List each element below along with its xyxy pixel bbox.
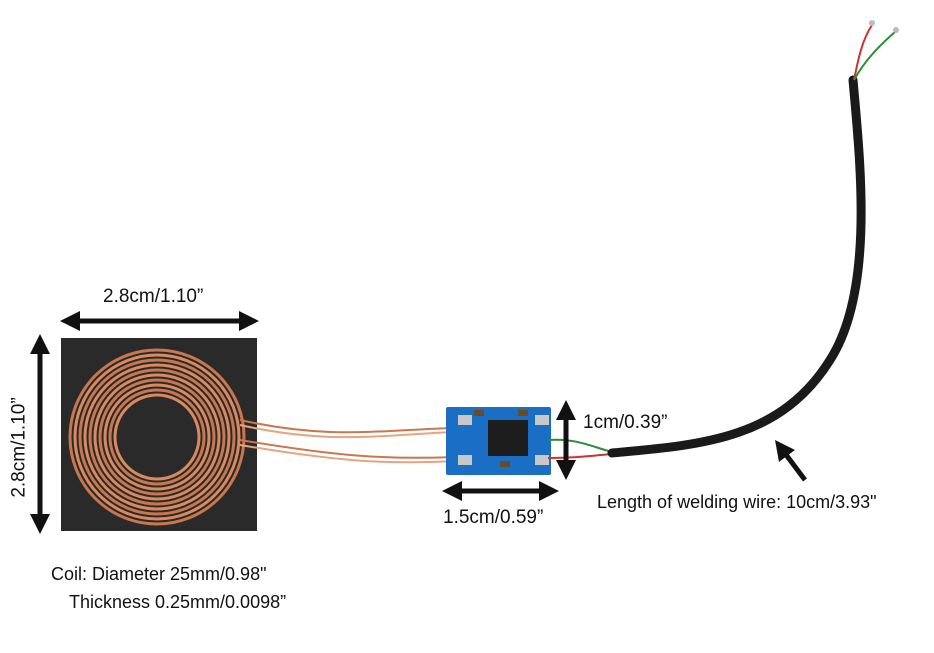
wire-length-label: Length of welding wire: 10cm/3.93" [597,492,877,512]
module-width-label: 1.5cm/0.59” [443,507,544,528]
copper-coil [68,348,246,526]
coil-center [119,399,195,475]
wire-pointer-arrow [775,440,807,482]
receiver-module [446,407,551,475]
welding-cable [547,20,899,459]
module-height-label: 1cm/0.39” [583,412,668,433]
coil-leads [239,419,456,464]
coil-diameter-label: Coil: Diameter 25mm/0.98" [51,564,267,584]
dimension-arrows [30,311,807,534]
coil-height-label: 2.8cm/1.10” [8,397,30,498]
coil-width-label: 2.8cm/1.10” [103,286,204,307]
coil-thickness-label: Thickness 0.25mm/0.0098” [69,592,287,612]
